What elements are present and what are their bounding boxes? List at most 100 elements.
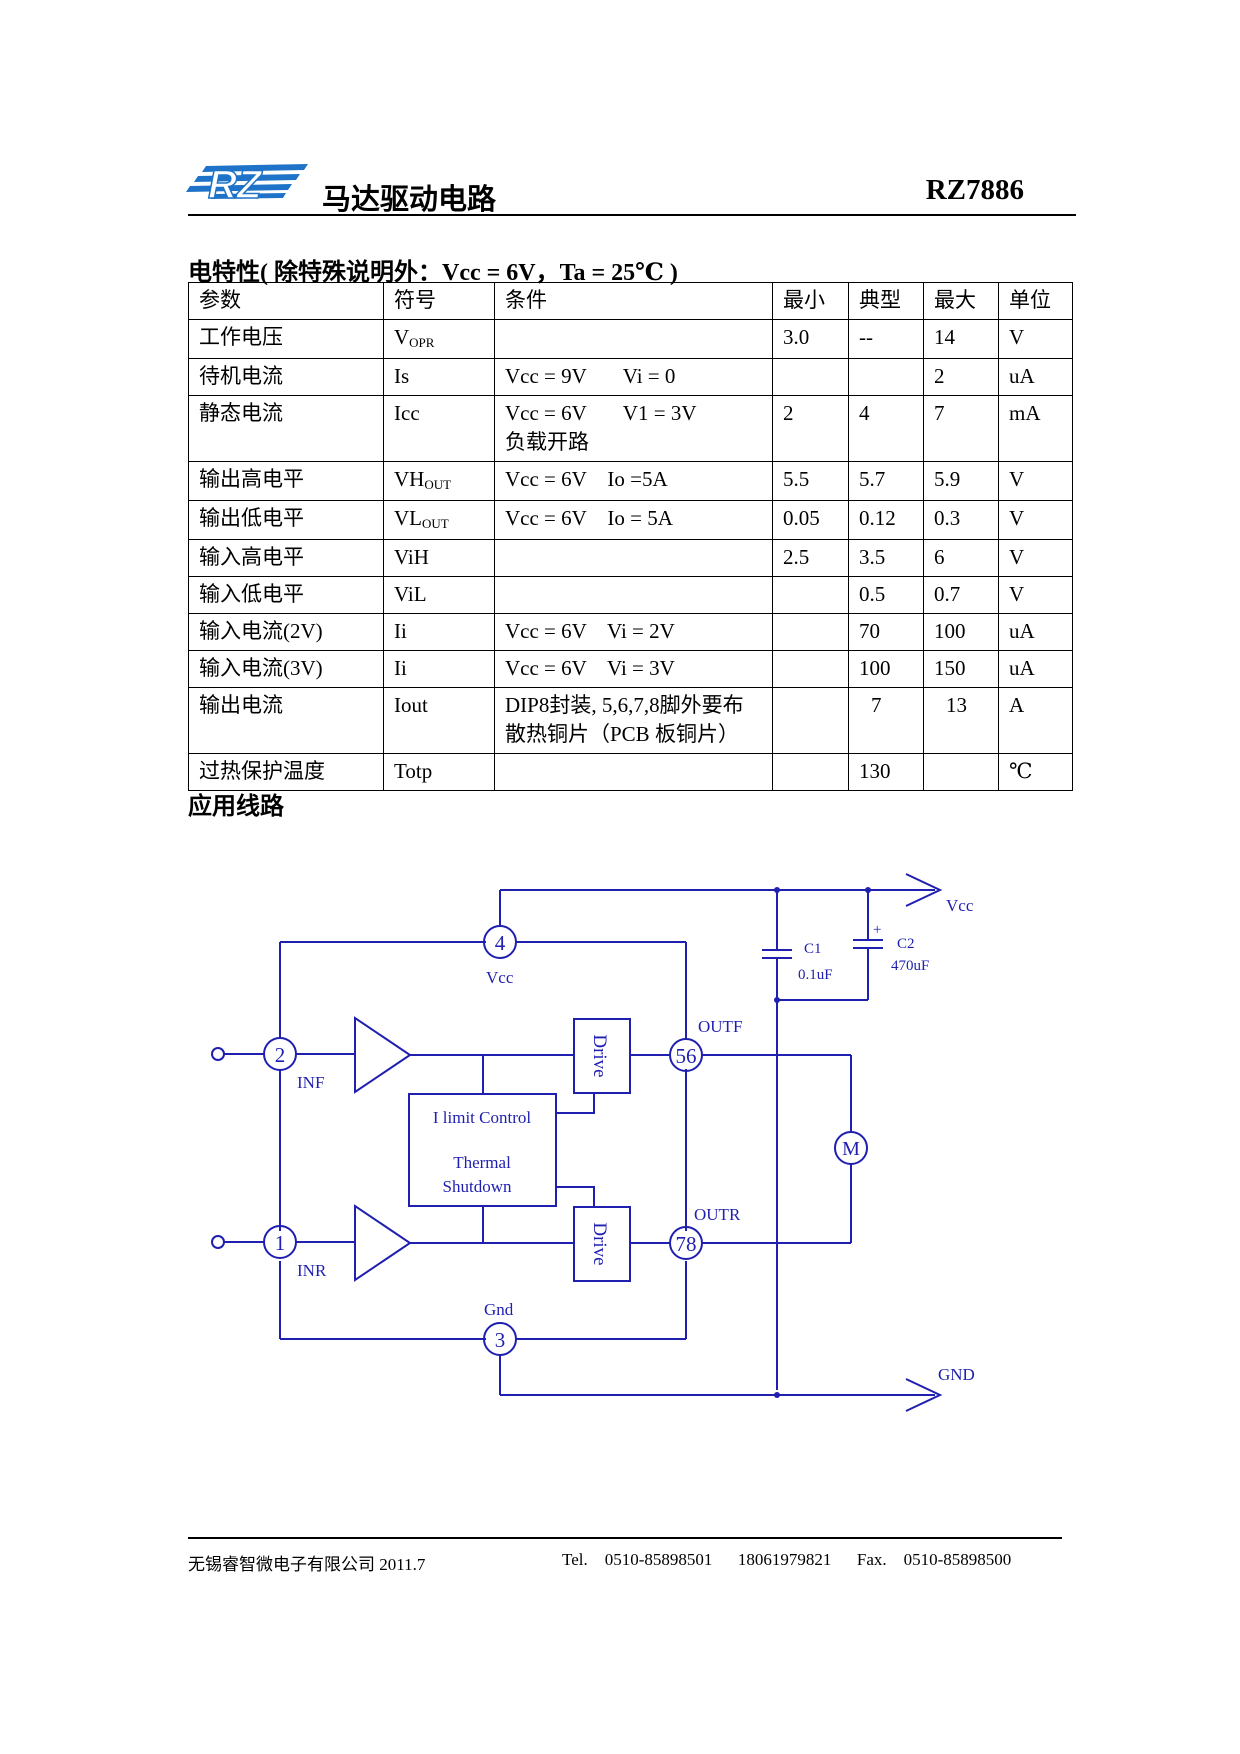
min-cell: 2 bbox=[772, 395, 849, 462]
condition-cell: Vcc = 9V Vi = 0 bbox=[494, 358, 773, 396]
thermal-label: Thermal bbox=[453, 1153, 511, 1172]
symbol-cell: Icc bbox=[383, 395, 495, 462]
unit-value: V bbox=[1009, 545, 1025, 569]
param-cell: 输出电流 bbox=[188, 687, 384, 754]
symbol-subscript: OUT bbox=[422, 516, 449, 531]
condition-text: Vcc = 6V Io = 5A bbox=[505, 506, 673, 530]
unit-value: uA bbox=[1009, 619, 1035, 643]
c1-value: 0.1uF bbox=[798, 967, 833, 983]
vcc-output-label: Vcc bbox=[946, 896, 974, 915]
condition-cell: Vcc = 6V Vi = 3V bbox=[494, 650, 773, 688]
typ-value: 0.12 bbox=[859, 506, 896, 530]
typ-cell: 3.5 bbox=[848, 539, 924, 577]
document-title: 马达驱动电路 bbox=[322, 184, 497, 216]
footer-contact: Tel. 0510-85898501 18061979821 Fax. 0510… bbox=[562, 1550, 1012, 1569]
application-section-title: 应用线路 bbox=[188, 794, 284, 820]
pin-4-label: Vcc bbox=[486, 968, 514, 987]
c1-label: C1 bbox=[804, 941, 822, 957]
condition-text: Vcc = 6V V1 = 3V bbox=[505, 401, 697, 425]
symbol-text: Ii bbox=[394, 619, 407, 643]
electrical-section-title: 电特性( 除特殊说明外：Vcc = 6V，Ta = 25℃ ) bbox=[188, 260, 678, 286]
max-value: 2 bbox=[934, 364, 945, 388]
min-value: 2 bbox=[783, 401, 794, 425]
pin-1-label: INR bbox=[297, 1261, 327, 1280]
symbol-cell: Totp bbox=[383, 753, 495, 791]
param-cell: 输出高电平 bbox=[188, 461, 384, 501]
table-row: 过热保护温度 Totp 130 ℃ bbox=[188, 753, 1073, 791]
pin-2-label: INF bbox=[297, 1073, 324, 1092]
symbol-cell: ViL bbox=[383, 576, 495, 614]
typ-cell: 130 bbox=[848, 753, 924, 791]
gnd-output-label: GND bbox=[938, 1365, 975, 1384]
unit-cell: V bbox=[998, 576, 1073, 614]
unit-cell: ℃ bbox=[998, 753, 1073, 791]
max-value: 5.9 bbox=[934, 467, 961, 491]
unit-cell: V bbox=[998, 319, 1073, 359]
condition-text-line2: 负载开路 bbox=[505, 430, 589, 454]
param-cell: 待机电流 bbox=[188, 358, 384, 396]
condition-cell: Vcc = 6V Io = 5A bbox=[494, 500, 773, 540]
symbol-cell: VOPR bbox=[383, 319, 495, 359]
param-cell: 输入电流(3V) bbox=[188, 650, 384, 688]
pin-3-number: 3 bbox=[495, 1328, 506, 1352]
shutdown-label: Shutdown bbox=[443, 1177, 512, 1196]
typ-value: 0.5 bbox=[859, 582, 886, 606]
unit-value: V bbox=[1009, 506, 1025, 530]
max-value: 150 bbox=[934, 656, 966, 680]
junction-dots bbox=[774, 887, 871, 1398]
param-cell: 工作电压 bbox=[188, 319, 384, 359]
param-cell: 输入低电平 bbox=[188, 576, 384, 614]
symbol-subscript: OUT bbox=[424, 477, 452, 492]
symbol-cell: ViH bbox=[383, 539, 495, 577]
column-header: 最大 bbox=[923, 282, 999, 320]
param-text: 输入低电平 bbox=[199, 582, 304, 606]
symbol-text: ViL bbox=[394, 582, 427, 606]
min-value: 2.5 bbox=[783, 545, 810, 569]
column-header: 典型 bbox=[848, 282, 924, 320]
min-cell bbox=[772, 650, 849, 688]
symbol-text: ViH bbox=[394, 545, 429, 569]
pin-78-number: 78 bbox=[676, 1232, 697, 1256]
typ-cell: 7 bbox=[848, 687, 924, 754]
condition-text: Vcc = 6V Vi = 2V bbox=[505, 619, 675, 643]
column-header: 条件 bbox=[494, 282, 773, 320]
param-text: 输入电流(3V) bbox=[199, 656, 323, 680]
pin-56-label: OUTF bbox=[698, 1017, 742, 1036]
logo-text: RZ bbox=[208, 163, 263, 206]
symbol-text: Iout bbox=[394, 693, 428, 717]
typ-value: 100 bbox=[859, 656, 891, 680]
param-text: 静态电流 bbox=[199, 401, 283, 425]
pin-78-label: OUTR bbox=[694, 1205, 741, 1224]
unit-value: uA bbox=[1009, 656, 1035, 680]
condition-cell: Vcc = 6V Io =5A bbox=[494, 461, 773, 501]
min-cell bbox=[772, 753, 849, 791]
param-cell: 过热保护温度 bbox=[188, 753, 384, 791]
param-text: 输出电流 bbox=[199, 693, 283, 717]
max-value: 6 bbox=[934, 545, 945, 569]
max-cell: 7 bbox=[923, 395, 999, 462]
max-cell: 0.7 bbox=[923, 576, 999, 614]
drive-reverse-label: Drive bbox=[589, 1222, 610, 1265]
header-divider bbox=[188, 214, 1076, 216]
symbol-text: Totp bbox=[394, 759, 433, 783]
unit-cell: V bbox=[998, 461, 1073, 501]
typ-value: 7 bbox=[871, 693, 882, 717]
max-cell: 13 bbox=[923, 687, 999, 754]
max-value: 13 bbox=[946, 693, 967, 717]
typ-value: -- bbox=[859, 325, 873, 349]
max-cell: 0.3 bbox=[923, 500, 999, 540]
unit-value: mA bbox=[1009, 401, 1041, 425]
pin-1-number: 1 bbox=[275, 1231, 286, 1255]
max-value: 100 bbox=[934, 619, 966, 643]
c2-label: C2 bbox=[897, 936, 915, 952]
pin-56-number: 56 bbox=[676, 1044, 697, 1068]
unit-cell: mA bbox=[998, 395, 1073, 462]
symbol-text: Is bbox=[394, 364, 410, 388]
param-text: 输出低电平 bbox=[199, 506, 304, 530]
